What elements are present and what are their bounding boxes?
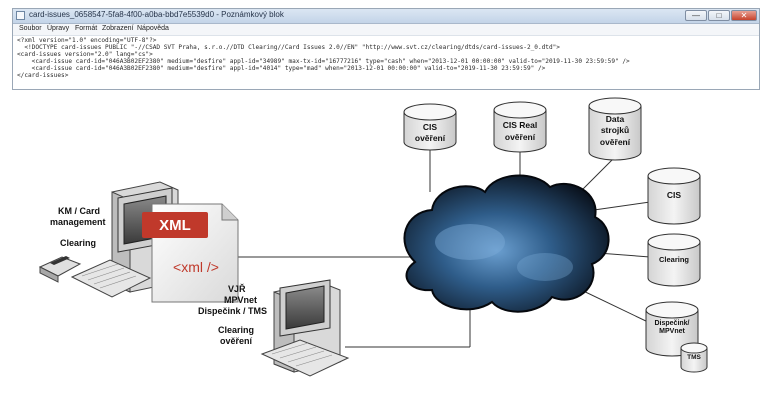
editor-line: </card-issues> bbox=[17, 72, 69, 80]
editor-line: <card-issue card-id="046A3B02EF2380" med… bbox=[17, 65, 546, 73]
label-mpvnet: MPVnet bbox=[224, 295, 258, 305]
window-title: card-issues_0658547-5fa8-4f00-a0ba-bbd7e… bbox=[29, 10, 284, 19]
xml-document-icon bbox=[142, 203, 239, 303]
db-label-clearing: Clearing bbox=[658, 255, 689, 264]
text-editor[interactable]: <?xml version="1.0" encoding="UTF-8"?> <… bbox=[17, 37, 755, 87]
menu-help[interactable]: Nápověda bbox=[137, 25, 169, 32]
maximize-button[interactable]: □ bbox=[708, 10, 730, 21]
label-clearing-center: Clearing bbox=[218, 325, 255, 335]
db-label-data-strojku-3: ověření bbox=[599, 137, 631, 147]
workstation-mpvnet bbox=[260, 279, 350, 377]
close-button[interactable]: ✕ bbox=[731, 10, 757, 21]
notepad-window: card-issues_0658547-5fa8-4f00-a0ba-bbd7e… bbox=[12, 8, 760, 90]
xml-badge: XML bbox=[159, 217, 191, 234]
notepad-icon bbox=[16, 11, 25, 20]
label-vjr: VJŘ bbox=[228, 284, 246, 294]
diagram-graphics bbox=[38, 97, 708, 377]
db-label-dispecink-1: Dispečink/ bbox=[654, 320, 690, 327]
db-label-cis-real-1: CIS Real bbox=[502, 120, 538, 130]
minimize-button[interactable]: — bbox=[685, 10, 707, 21]
editor-line: <!DOCTYPE card-issues PUBLIC "-//CSAD SV… bbox=[17, 44, 560, 52]
menu-view[interactable]: Zobrazení bbox=[102, 25, 134, 32]
editor-line: <card-issue card-id="046A3B02EF2380" med… bbox=[17, 58, 630, 66]
editor-line: <card-issues version="2.0" lang="cs"> bbox=[17, 51, 153, 59]
menu-bar: Soubor Úpravy Formát Zobrazení Nápověda bbox=[13, 24, 759, 36]
editor-line: <?xml version="1.0" encoding="UTF-8"?> bbox=[17, 37, 157, 44]
database-cis-overeni bbox=[403, 103, 457, 151]
database-data-strojku bbox=[588, 97, 642, 161]
menu-file[interactable]: Soubor bbox=[19, 25, 42, 32]
db-label-cis-overeni-2: ověření bbox=[414, 133, 446, 143]
network-diagram: KM / Card management Clearing XML <xml /… bbox=[0, 92, 772, 419]
xml-tag: <xml /> bbox=[173, 259, 219, 275]
db-label-data-strojku-2: strojků bbox=[600, 125, 630, 135]
label-overeni-center: ověření bbox=[220, 336, 253, 346]
db-label-data-strojku-1: Data bbox=[605, 114, 625, 124]
db-label-cis: CIS bbox=[666, 190, 682, 200]
menu-format[interactable]: Formát bbox=[75, 25, 98, 32]
db-label-cis-overeni-1: CIS bbox=[422, 122, 438, 132]
database-cis bbox=[647, 167, 701, 225]
network-cloud bbox=[403, 174, 610, 313]
db-label-cis-real-2: ověření bbox=[504, 132, 536, 142]
database-cis-real bbox=[493, 101, 547, 153]
database-tms bbox=[680, 342, 708, 373]
menu-edit[interactable]: Úpravy bbox=[47, 25, 70, 32]
title-bar[interactable]: card-issues_0658547-5fa8-4f00-a0ba-bbd7e… bbox=[13, 9, 759, 24]
label-dispecink-tms: Dispečink / TMS bbox=[198, 306, 268, 316]
db-label-dispecink-2: MPVnet bbox=[659, 328, 685, 335]
label-km-card: KM / Card bbox=[58, 206, 101, 216]
database-clearing bbox=[647, 233, 701, 287]
label-management: management bbox=[50, 217, 106, 227]
db-label-tms: TMS bbox=[687, 354, 701, 361]
label-clearing-left: Clearing bbox=[60, 238, 97, 248]
